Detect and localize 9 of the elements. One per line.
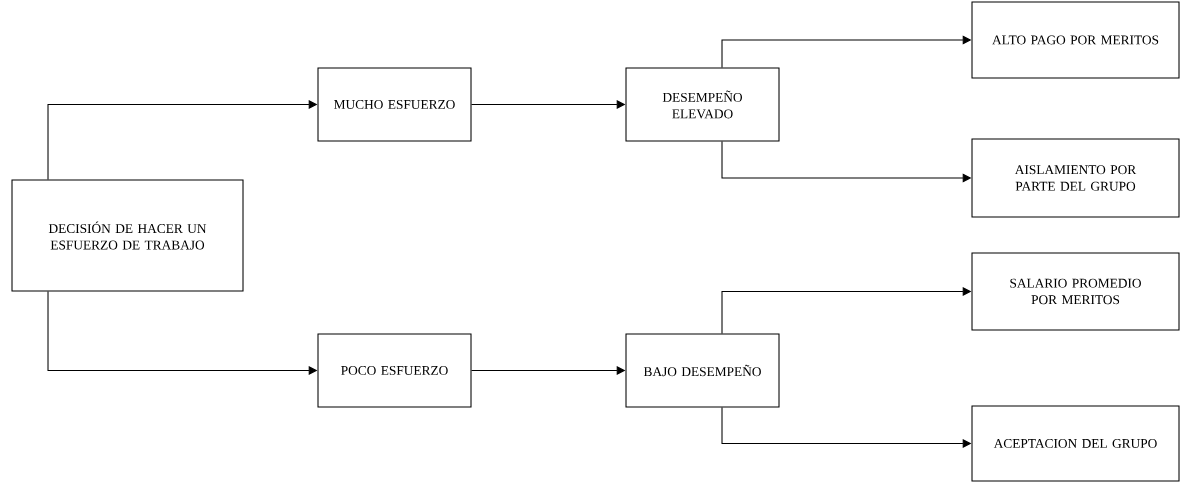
process-box: SALARIO PROMEDIO POR MERITOS <box>971 252 1180 331</box>
process-box: ALTO PAGO POR MERITOS <box>971 1 1180 79</box>
process-box: AISLAMIENTO POR PARTE DEL GRUPO <box>971 138 1180 218</box>
process-box: MUCHO ESFUERZO <box>317 67 472 142</box>
process-box: BAJO DESEMPEÑO <box>625 333 780 408</box>
process-box: POCO ESFUERZO <box>317 333 472 408</box>
process-box: DESEMPEÑO ELEVADO <box>625 67 780 142</box>
process-box: DECISIÓN DE HACER UN ESFUERZO DE TRABAJO <box>11 179 244 292</box>
process-box: ACEPTACION DEL GRUPO <box>971 405 1180 482</box>
